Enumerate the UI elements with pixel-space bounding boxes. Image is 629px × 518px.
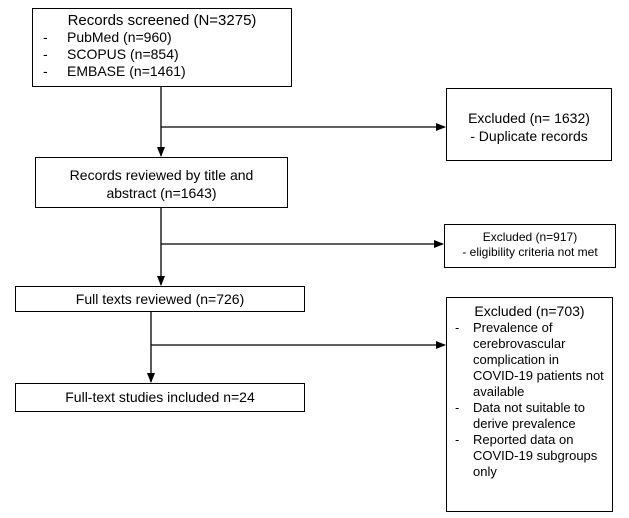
records-reviewed-line2: abstract (n=1643) xyxy=(106,185,217,201)
studies-included-box: Full-text studies included n=24 xyxy=(15,383,305,412)
records-screened-box: Records screened (N=3275) PubMed (n=960)… xyxy=(32,8,292,87)
source-list: PubMed (n=960) SCOPUS (n=854) EMBASE (n=… xyxy=(39,29,285,80)
excluded-eligibility-reason: - eligibility criteria not met xyxy=(462,245,598,259)
studies-included-label: Full-text studies included n=24 xyxy=(65,389,255,405)
records-screened-title: Records screened (N=3275) xyxy=(67,12,257,29)
full-texts-reviewed-label: Full texts reviewed (n=726) xyxy=(75,291,245,307)
excluded-final-box: Excluded (n=703) Prevalence of cerebrova… xyxy=(446,297,613,512)
exclusion-reasons-list: Prevalence of cerebrovascular complicati… xyxy=(453,320,606,480)
exclusion-reason-item: Data not suitable to derive prevalence xyxy=(453,400,606,432)
excluded-duplicates-box: Excluded (n= 1632) - Duplicate records xyxy=(446,88,612,161)
records-reviewed-box: Records reviewed by title and abstract (… xyxy=(35,157,288,208)
exclusion-reason-item: Reported data on COVID-19 subgroups only xyxy=(453,432,606,480)
excluded-eligibility-title: Excluded (n=917) xyxy=(482,230,578,244)
full-texts-reviewed-box: Full texts reviewed (n=726) xyxy=(15,286,305,312)
exclusion-reason-item: Prevalence of cerebrovascular complicati… xyxy=(453,320,606,400)
excluded-duplicates-title: Excluded (n= 1632) xyxy=(468,110,590,126)
excluded-final-title: Excluded (n=703) xyxy=(474,303,585,319)
records-reviewed-line1: Records reviewed by title and xyxy=(69,167,254,183)
source-item: PubMed (n=960) xyxy=(39,29,285,46)
source-item: EMBASE (n=1461) xyxy=(39,63,285,80)
excluded-duplicates-reason: - Duplicate records xyxy=(470,128,588,144)
excluded-eligibility-box: Excluded (n=917) - eligibility criteria … xyxy=(444,224,616,268)
source-item: SCOPUS (n=854) xyxy=(39,46,285,63)
